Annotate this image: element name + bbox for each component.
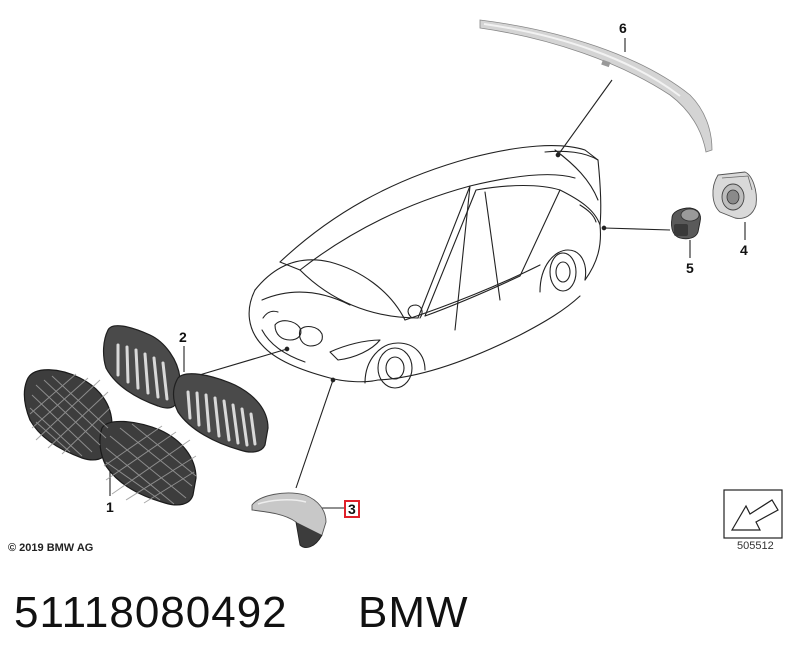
leader-lines — [109, 38, 746, 509]
leader-line-2-lower — [195, 348, 288, 377]
callout-3-highlighted[interactable]: 3 — [344, 500, 360, 518]
callout-5[interactable]: 5 — [686, 260, 694, 276]
leader-line-6 — [557, 79, 613, 156]
leader-line-5 — [603, 227, 671, 231]
leader-dot-2 — [284, 346, 290, 352]
copyright-notice: © 2019 BMW AG — [8, 542, 94, 554]
callout-2[interactable]: 2 — [179, 329, 187, 345]
leader-dot-5 — [601, 225, 607, 231]
callout-1[interactable]: 1 — [106, 499, 114, 515]
part-3-trim-piece — [251, 492, 327, 548]
part-4-camera-housing — [712, 171, 757, 219]
part-5-camera — [671, 207, 701, 240]
callout-4[interactable]: 4 — [740, 242, 748, 258]
part-number: 51118080492 — [14, 588, 288, 637]
callout-6[interactable]: 6 — [619, 20, 627, 36]
figure-number: 505512 — [737, 540, 774, 552]
part-1-mesh-grille — [23, 369, 197, 506]
leader-dot-6 — [555, 152, 561, 158]
part-6-spoiler — [479, 19, 713, 153]
part-2-kidney-grille — [102, 325, 269, 453]
navigation-arrow-icon — [723, 489, 783, 539]
brand-name: BMW — [358, 588, 469, 637]
leader-line-3 — [295, 379, 334, 489]
leader-dot-3 — [330, 377, 336, 383]
car-outline — [248, 145, 602, 389]
